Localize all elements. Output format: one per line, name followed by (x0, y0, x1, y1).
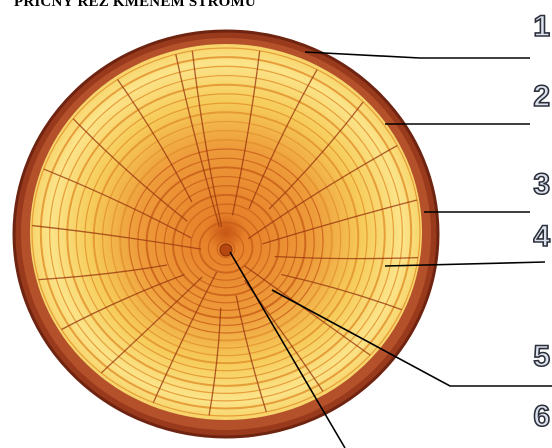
label-2: 2 (533, 82, 550, 112)
pith (220, 244, 232, 256)
pointer-line-1 (305, 52, 530, 58)
label-1: 1 (533, 12, 550, 42)
label-3: 3 (533, 170, 550, 200)
label-5: 5 (533, 342, 550, 372)
label-6: 6 (533, 402, 550, 432)
label-4: 4 (533, 222, 550, 252)
